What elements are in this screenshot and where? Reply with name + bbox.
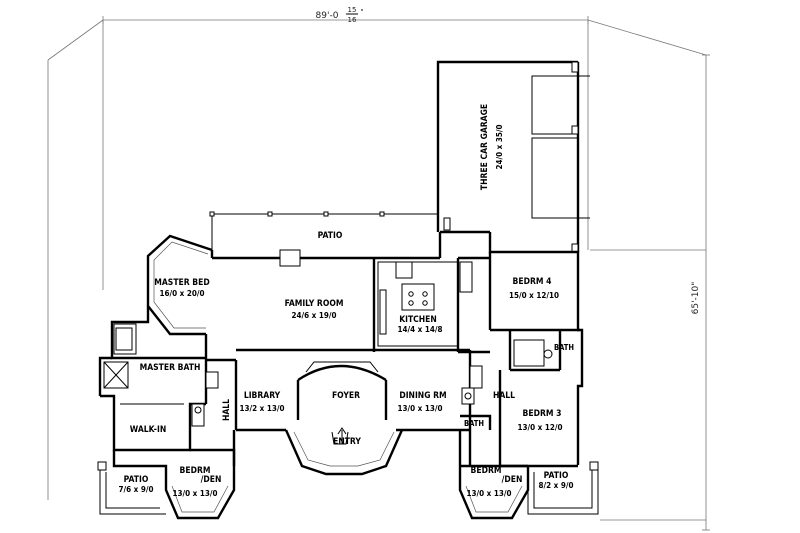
library-label: LIBRARY [244, 391, 281, 401]
garage-size: 24/0 x 35/0 [495, 125, 504, 170]
walk-in-label: WALK-IN [130, 425, 166, 435]
kitchen-size: 14/4 x 14/8 [398, 325, 443, 334]
bedrm-den-right-size: 13/0 x 13/0 [467, 489, 512, 498]
bedrm-den-right-line1: BEDRM [471, 466, 502, 476]
patio-left-label: PATIO [124, 475, 149, 485]
dimension-lines [47, 16, 710, 531]
kitchen-label: KITCHEN [399, 315, 437, 325]
bath-center-label: BATH [464, 419, 484, 428]
patio-left-size: 7/6 x 9/0 [119, 485, 154, 494]
dining-size: 13/0 x 13/0 [398, 404, 443, 413]
left-wing [97, 430, 236, 520]
bedrm3-label: BEDRM 3 [523, 409, 562, 419]
bedrm4-label: BEDRM 4 [513, 277, 552, 287]
width-dimension: 89'-0 [316, 11, 339, 21]
family-room-size: 24/6 x 19/0 [292, 311, 337, 320]
bath-right-label: BATH [554, 343, 574, 352]
bedrm-den-left-size: 13/0 x 13/0 [173, 489, 218, 498]
bedrm-den-left-line1: BEDRM [180, 466, 211, 476]
bedrm-den-right-line2: /DEN [502, 475, 523, 485]
bedrm-den-left-line2: /DEN [201, 475, 222, 485]
hall-right-label: HALL [493, 391, 515, 401]
patio-right-size: 8/2 x 9/0 [539, 481, 574, 490]
garage-label: THREE CAR GARAGE [480, 104, 490, 190]
right-wing [458, 365, 599, 520]
top-patio [209, 211, 438, 250]
foyer-label: FOYER [332, 391, 360, 401]
master-bath-label-1: MASTER BATH [140, 363, 201, 373]
patio-right-label: PATIO [544, 471, 569, 481]
bedrm3-size: 13/0 x 12/0 [518, 423, 563, 432]
width-dimension-fraction-den: 16 [348, 16, 357, 24]
patio-top-label: PATIO [318, 231, 343, 241]
depth-dimension: 65'-10" [691, 282, 701, 315]
width-dimension-unit: " [360, 8, 363, 16]
master-bed-size: 16/0 x 20/0 [160, 289, 205, 298]
master-bath-area [98, 306, 219, 452]
width-dimension-fraction-num: 15 [348, 6, 357, 14]
main-walls [146, 230, 584, 476]
library-size: 13/2 x 13/0 [240, 404, 285, 413]
entry-label: ENTRY [333, 437, 361, 447]
dining-label: DINING RM [399, 391, 446, 401]
hall-left-label: HALL [222, 399, 232, 421]
family-room-label: FAMILY ROOM [285, 299, 344, 309]
garage-walls [436, 60, 590, 253]
bedrm4-size: 15/0 x 12/10 [509, 291, 559, 300]
master-bed-label: MASTER BED [154, 278, 209, 288]
